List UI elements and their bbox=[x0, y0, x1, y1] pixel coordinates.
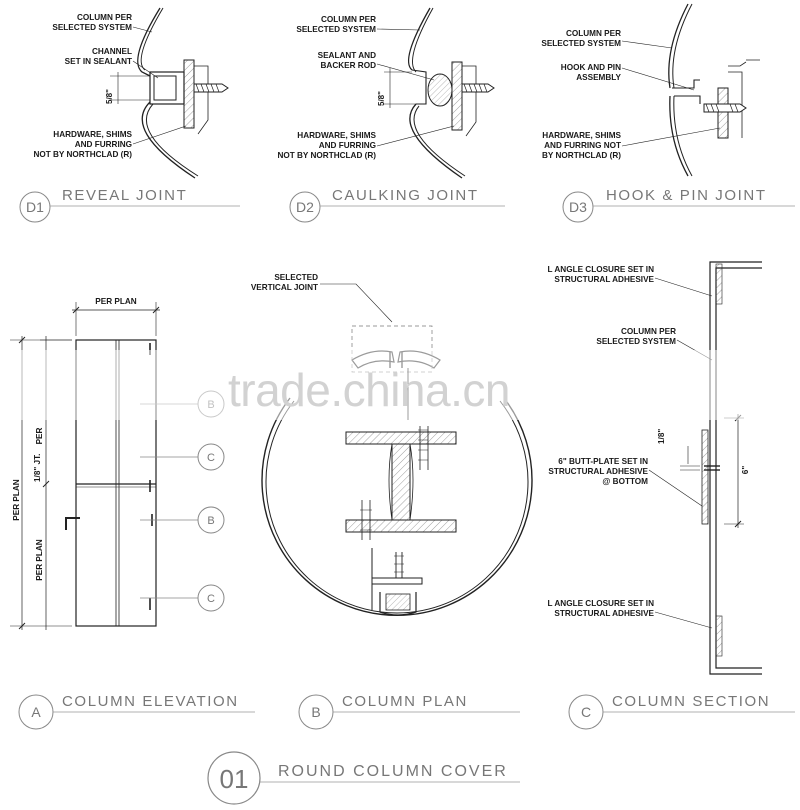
elevation-title: COLUMN ELEVATION bbox=[62, 693, 239, 710]
section-dim-gap: 1/8" bbox=[657, 429, 666, 444]
elevation-height-label: PER PLAN bbox=[12, 479, 21, 520]
d1-dim: 5/8" bbox=[105, 89, 114, 104]
elevation-callout-2: C bbox=[207, 452, 215, 464]
d1-tag-circle bbox=[19, 191, 51, 223]
section-dim-plate: 6" bbox=[741, 466, 750, 475]
elevation-upper-label: PER bbox=[35, 427, 44, 444]
watermark: trade.china.cn bbox=[0, 350, 800, 420]
elevation-callout-4: C bbox=[207, 593, 215, 605]
plan-tag: B bbox=[311, 704, 320, 720]
elevation-lower-label: PER PLAN bbox=[35, 539, 44, 580]
d1-title: REVEAL JOINT bbox=[62, 187, 187, 204]
sheet-tag-circle bbox=[207, 751, 261, 805]
sheet-title: ROUND COLUMN COVER bbox=[278, 763, 508, 780]
d3-tag: D3 bbox=[569, 199, 587, 215]
watermark-text: trade.china.cn bbox=[228, 364, 510, 416]
d2-tag: D2 bbox=[296, 199, 314, 215]
section-title: COLUMN SECTION bbox=[612, 693, 770, 710]
d2-dim: 5/8" bbox=[377, 91, 386, 106]
d3-title: HOOK & PIN JOINT bbox=[606, 187, 767, 204]
section-tag: C bbox=[581, 704, 591, 720]
sheet-tag: 01 bbox=[220, 764, 249, 794]
plan-title: COLUMN PLAN bbox=[342, 693, 468, 710]
d3-tag-circle bbox=[562, 191, 594, 223]
elevation-width-label: PER PLAN bbox=[95, 297, 136, 306]
sheet-title-block: 01 ROUND COLUMN COVER bbox=[207, 751, 520, 805]
elevation-callout-3: B bbox=[207, 515, 214, 527]
d2-tag-circle bbox=[289, 191, 321, 223]
d1-tag: D1 bbox=[26, 199, 44, 215]
elevation-joint-label: 1/8" JT. bbox=[33, 454, 42, 482]
d2-title: CAULKING JOINT bbox=[332, 187, 479, 204]
elevation-tag: A bbox=[31, 704, 41, 720]
